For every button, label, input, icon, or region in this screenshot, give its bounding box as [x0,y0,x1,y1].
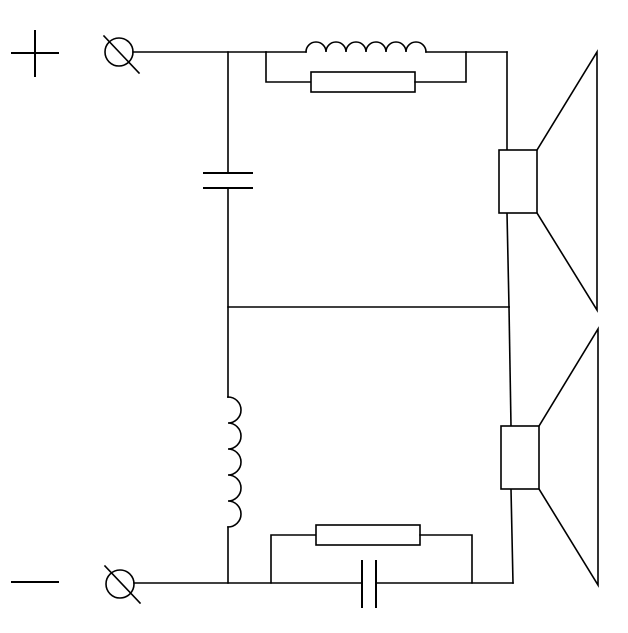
plus-sign-icon [11,30,59,77]
wire-speaker-bottom-minus [510,488,514,584]
wires [132,51,514,584]
capacitor-bottom [361,560,377,608]
inductor-left [227,396,242,528]
inductor-top [265,41,467,53]
speaker-bottom [500,326,599,588]
resistor-top [265,51,467,93]
wire-speaker-top-minus [506,212,510,308]
resistor-bottom [270,524,473,584]
speaker-top [498,49,598,313]
terminal-negative [103,564,142,605]
capacitor-left [203,172,253,189]
wire-speaker-bottom-plus [508,306,512,427]
